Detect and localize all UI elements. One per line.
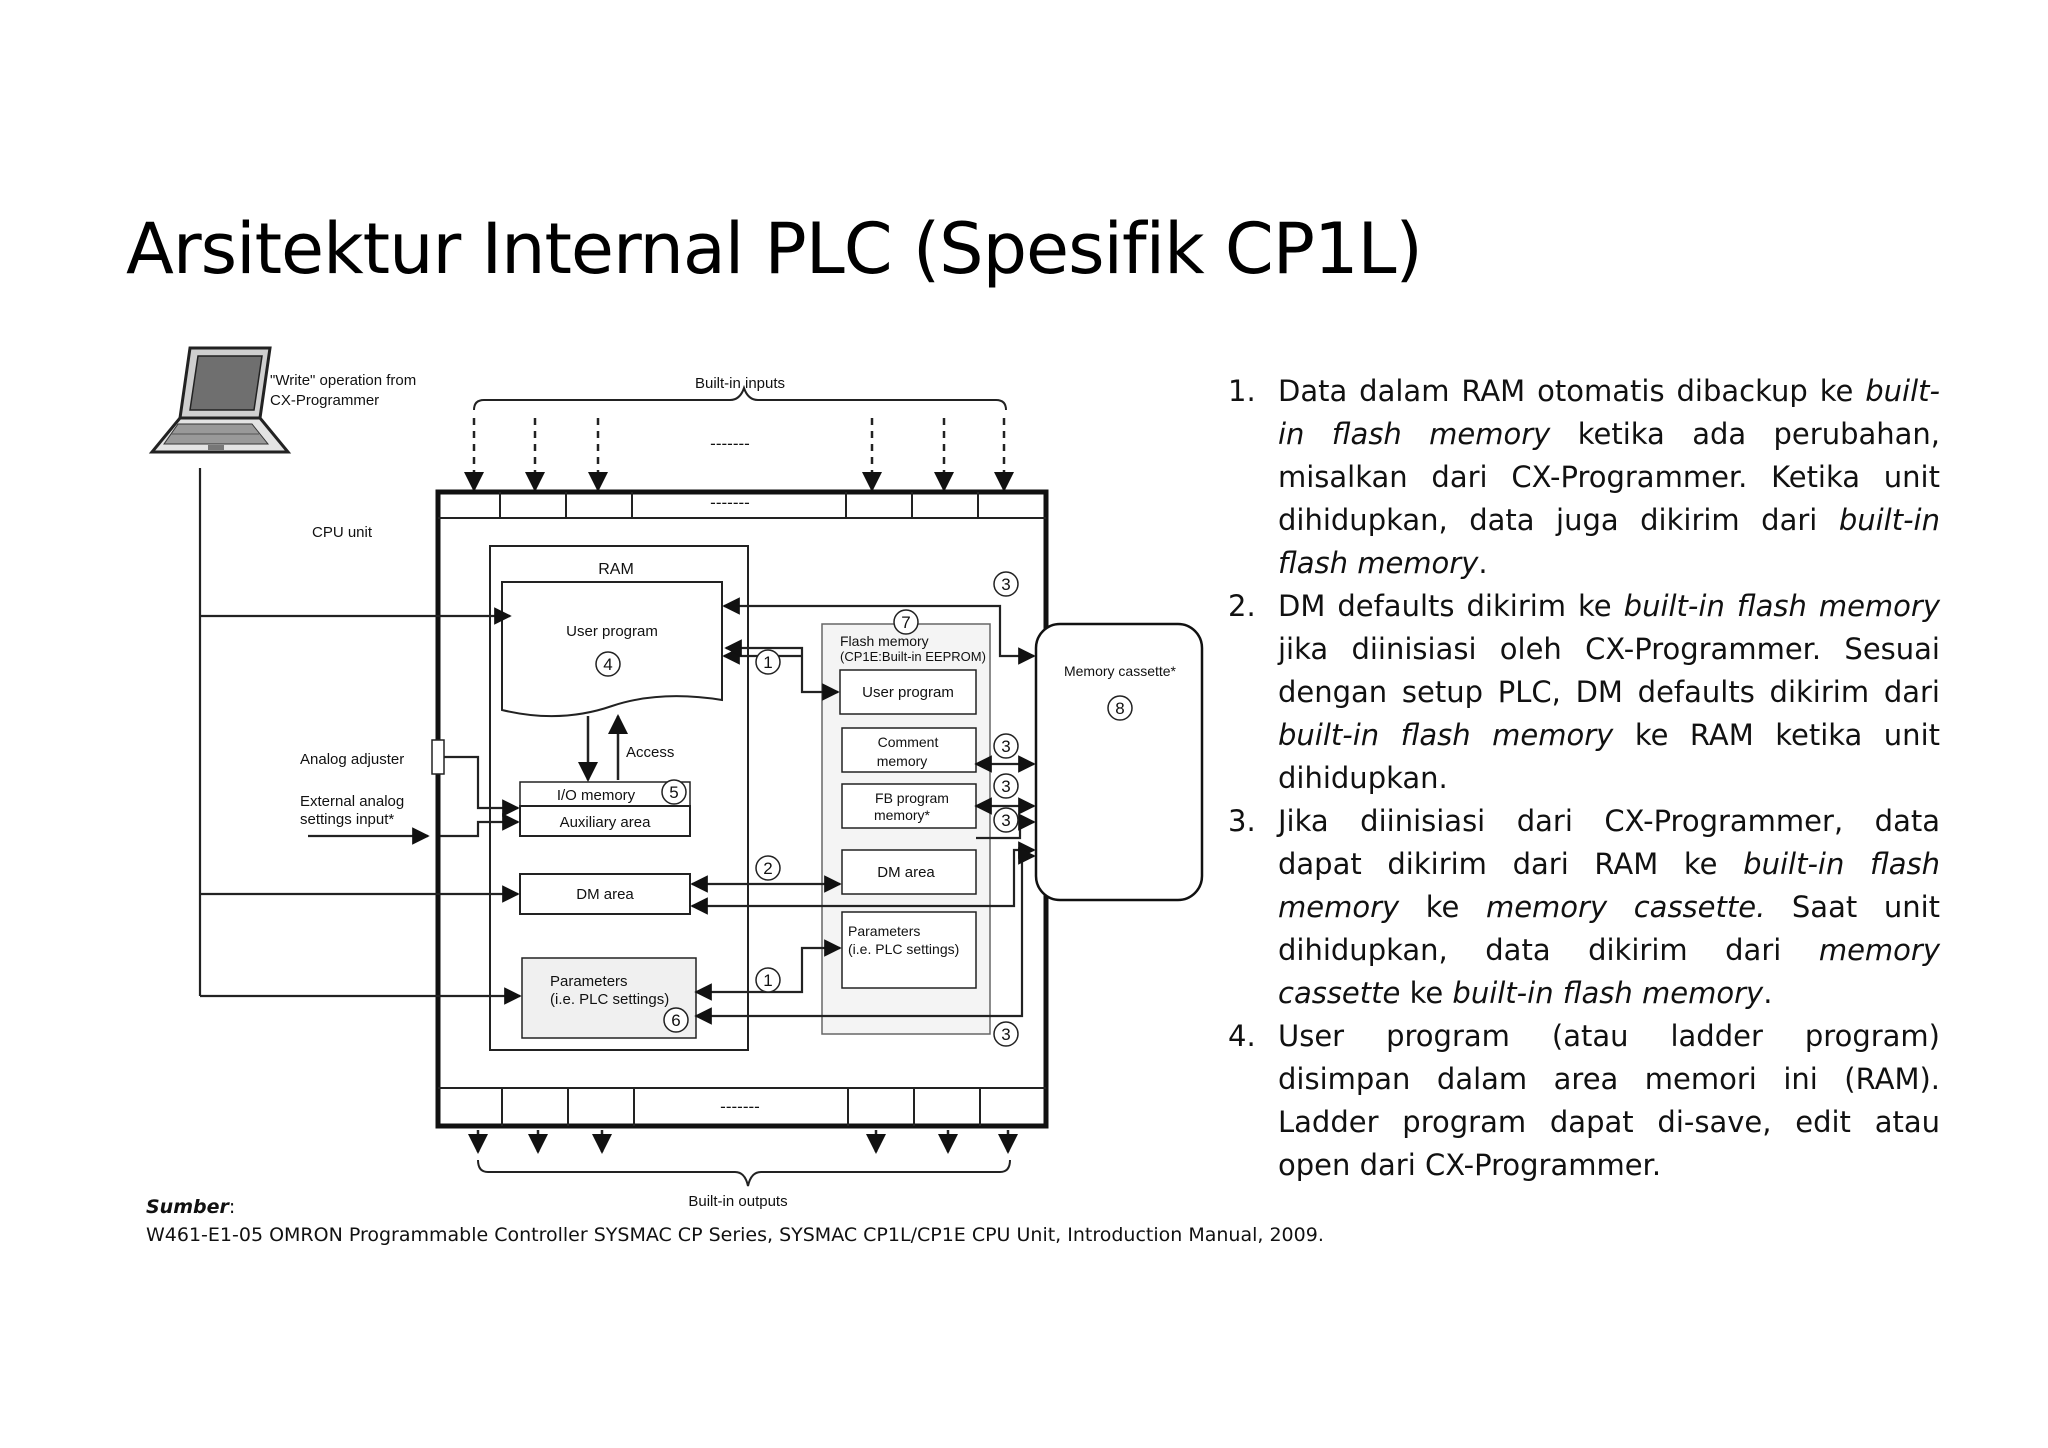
fb-program-memory-label-2: memory* xyxy=(874,807,931,823)
marker-7: 7 xyxy=(901,613,910,632)
marker-3-bottom: 3 xyxy=(1001,1025,1010,1044)
ram-user-program-label: User program xyxy=(566,623,658,640)
flash-user-program-label: User program xyxy=(862,684,954,701)
marker-2: 2 xyxy=(763,859,772,878)
comment-memory-box xyxy=(841,727,977,773)
ram-parameters-label-1: Parameters xyxy=(550,973,628,990)
circled-markers: 3 7 4 1 8 3 3 3 5 2 1 6 3 xyxy=(595,571,1133,1047)
slide-title: Arsitektur Internal PLC (Spesifik CP1L) xyxy=(126,208,1423,290)
ram-parameters-label-2: (i.e. PLC settings) xyxy=(550,991,669,1008)
auxiliary-area-box xyxy=(519,805,691,837)
marker-3-fb: 3 xyxy=(1001,777,1010,796)
input-dashes: ------- xyxy=(710,434,750,453)
marker-3-top: 3 xyxy=(1001,575,1010,594)
cpu-unit-label: CPU unit xyxy=(312,524,373,541)
marker-5: 5 xyxy=(669,783,678,802)
marker-1-upper: 1 xyxy=(763,653,772,672)
built-in-outputs-label: Built-in outputs xyxy=(688,1193,787,1210)
notes-list: 1. Data dalam RAM otomatis dibackup ke bu… xyxy=(1210,370,1940,1187)
analog-adjuster-label: Analog adjuster xyxy=(300,751,404,768)
note-item: 4. User program (atau ladder program) dis… xyxy=(1210,1015,1940,1187)
write-operation-label-1: "Write" operation from xyxy=(270,372,416,389)
flash-memory-label-1: Flash memory xyxy=(840,633,929,649)
output-terminal-strip xyxy=(438,1087,1046,1126)
marker-3-dm: 3 xyxy=(1001,811,1010,830)
auxiliary-area-label: Auxiliary area xyxy=(560,814,652,831)
ram-box xyxy=(489,545,749,1051)
access-label: Access xyxy=(626,744,674,761)
flash-dm-area-label: DM area xyxy=(877,864,935,881)
io-memory-label: I/O memory xyxy=(557,787,636,804)
transfer-arrows xyxy=(690,597,1036,1025)
flash-parameters-label-1: Parameters xyxy=(848,923,920,939)
outputs-brace xyxy=(477,1159,1011,1187)
note-text: Data dalam RAM otomatis dibackup ke buil… xyxy=(1278,374,1940,580)
laptop-icon xyxy=(148,346,292,454)
output-arrows xyxy=(468,1130,1018,1154)
flash-parameters-label-2: (i.e. PLC settings) xyxy=(848,941,959,957)
memory-cassette-box xyxy=(1034,622,1204,902)
note-item: 3. Jika diinisiasi dari CX-Programmer, da… xyxy=(1210,800,1940,1015)
marker-1-lower: 1 xyxy=(763,971,772,990)
comment-memory-label-1: Comment xyxy=(878,734,939,750)
ram-label: RAM xyxy=(598,561,634,578)
memory-cassette-label: Memory cassette* xyxy=(1064,663,1177,679)
external-analog-label-2: settings input* xyxy=(300,811,394,828)
note-item: 1. Data dalam RAM otomatis dibackup ke bu… xyxy=(1210,370,1940,585)
marker-4: 4 xyxy=(603,655,612,674)
flash-memory-label-2: (CP1E:Built-in EEPROM) xyxy=(840,649,986,664)
source-citation: Sumber: W461-E1-05 OMRON Programmable Co… xyxy=(146,1196,1324,1246)
marker-6: 6 xyxy=(671,1011,680,1030)
fb-program-memory-label-1: FB program xyxy=(875,790,949,806)
input-arrows xyxy=(464,418,1014,492)
marker-3-comment: 3 xyxy=(1001,737,1010,756)
note-text: DM defaults dikirim ke built-in flash me… xyxy=(1278,589,1940,795)
ram-user-program-box xyxy=(501,581,723,718)
source-label: Sumber xyxy=(146,1196,229,1218)
note-text: User program (atau ladder program) disim… xyxy=(1278,1019,1940,1182)
inputs-brace xyxy=(473,384,1007,411)
comment-memory-label-2: memory xyxy=(877,753,928,769)
note-item: 2. DM defaults dikirim ke built-in flash … xyxy=(1210,585,1940,800)
marker-8: 8 xyxy=(1115,699,1124,718)
ram-dm-area-label: DM area xyxy=(576,886,634,903)
input-strip-dashes: ------- xyxy=(710,493,750,512)
ram-dm-area-box xyxy=(519,873,691,915)
flash-user-program-box xyxy=(839,669,977,715)
note-number: 3. xyxy=(1228,804,1256,838)
external-analog-label-1: External analog xyxy=(300,793,404,810)
note-number: 1. xyxy=(1228,374,1256,408)
source-reference: W461-E1-05 OMRON Programmable Controller… xyxy=(146,1224,1324,1246)
note-number: 4. xyxy=(1228,1019,1256,1053)
programmer-links xyxy=(198,468,522,1005)
note-number: 2. xyxy=(1228,589,1256,623)
output-strip-dashes: ------- xyxy=(720,1097,760,1116)
note-text: Jika diinisiasi dari CX-Programmer, data… xyxy=(1278,804,1941,1010)
fb-program-memory-box xyxy=(841,783,977,829)
write-operation-label-2: CX-Programmer xyxy=(270,392,379,409)
built-in-inputs-label: Built-in inputs xyxy=(695,375,785,392)
analog-adjuster-knob xyxy=(431,739,445,775)
input-terminal-strip xyxy=(438,492,1046,519)
analog-links xyxy=(308,755,520,845)
